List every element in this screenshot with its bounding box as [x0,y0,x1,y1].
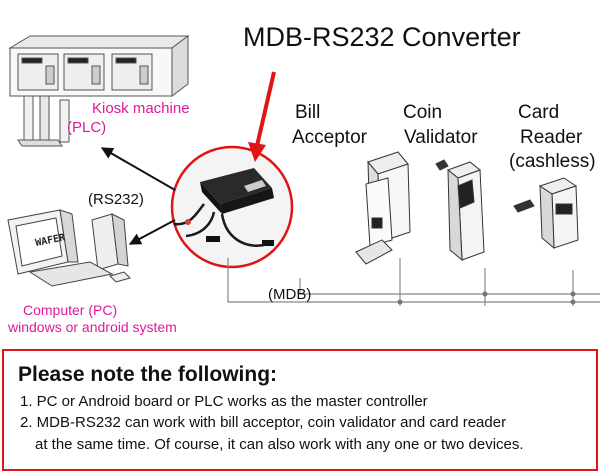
computer-label-line2: windows or android system [8,319,177,335]
arrow-to-computer [128,219,176,245]
rs232-label: (RS232) [88,191,144,208]
title-arrow [248,71,276,162]
bill-acceptor-label-line1: Bill [295,102,321,123]
kiosk-label-line1: Kiosk machine [92,100,190,117]
notice-title: Please note the following: [18,363,278,386]
mdb-bus-lines [227,258,600,306]
diagram-canvas: WAFER [7,35,600,306]
card-reader-label-line2: Reader [520,127,583,148]
card-reader-illustration [513,177,579,250]
card-reader-label-line1: Card [518,102,560,123]
notice-item-1: 1. PC or Android board or PLC works as t… [20,393,428,410]
coin-validator-label-line1: Coin [403,102,443,123]
bill-acceptor-illustration [355,151,411,265]
kiosk-machine-illustration [8,35,190,147]
notice-item-2: 2. MDB-RS232 can work with bill acceptor… [20,414,507,431]
diagram: WAFER [7,22,600,335]
kiosk-label-line2: (PLC) [67,119,107,136]
notice-box: Please note the following: 1. PC or Andr… [2,349,598,471]
computer-illustration [7,209,131,287]
arrow-to-kiosk [100,147,176,191]
mdb-label: (MDB) [268,286,312,303]
coin-validator-illustration [435,159,485,262]
computer-label-line1: Computer (PC) [23,302,118,318]
card-reader-label-line3: (cashless) [509,151,596,172]
bus-junctions [397,291,576,305]
coin-validator-label-line2: Validator [404,127,478,148]
converter-photo [170,145,294,269]
page-title: MDB-RS232 Converter [243,22,521,52]
notice-item-2-continued: at the same time. Of course, it can also… [35,436,524,453]
bill-acceptor-label-line2: Acceptor [292,127,367,148]
